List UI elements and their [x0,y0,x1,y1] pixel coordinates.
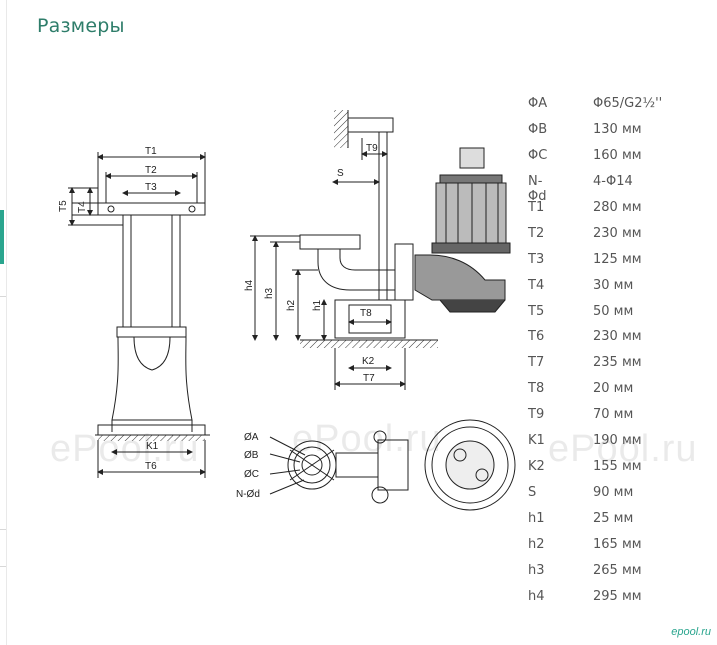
svg-text:h1: h1 [312,299,323,311]
spec-value: 125 мм [593,251,642,267]
spec-key: N-Φd [528,173,547,204]
spec-value: 4-Φ14 [593,173,633,189]
spec-key: h3 [528,562,545,578]
spec-key: h2 [528,536,545,552]
spec-key: T8 [528,381,545,397]
spec-value: 165 мм [593,536,642,552]
spec-key: T4 [528,277,545,293]
left-divider [0,296,6,297]
svg-text:T9: T9 [366,143,378,154]
spec-key: T3 [528,251,545,267]
spec-value: Φ65/G2½'' [593,96,663,111]
spec-value: 155 мм [593,459,642,475]
top-view-labels: ØA ØB ØC N-Ød [236,432,260,500]
svg-text:K1: K1 [146,441,159,452]
spec-key: K1 [528,433,545,449]
svg-text:h4: h4 [244,279,255,291]
spec-value: 130 мм [593,121,642,137]
svg-text:T8: T8 [360,308,372,319]
front-view [68,152,210,478]
svg-text:ØA: ØA [244,432,259,443]
spec-value: 25 мм [593,511,634,526]
svg-text:ØC: ØC [244,469,259,480]
side-view [250,110,511,390]
front-view-labels: T1 T2 T3 T4 T5 K1 T6 [58,146,159,472]
spec-value: 70 мм [593,407,634,423]
page-title: Размеры [37,15,125,37]
left-sidebar-edge [0,0,7,645]
svg-text:T5: T5 [58,200,69,212]
spec-value: 230 мм [593,225,642,241]
svg-text:T4: T4 [77,201,88,213]
spec-value: 265 мм [593,562,642,578]
spec-value: 20 мм [593,381,634,397]
top-view [269,419,516,511]
spec-key: T5 [528,303,545,319]
brand-logo: epool.ru [671,626,711,638]
spec-key: ΦC [528,147,548,163]
spec-value: 30 мм [593,277,634,293]
svg-text:S: S [337,168,344,179]
spec-key: T1 [528,199,545,215]
spec-value: 295 мм [593,588,642,604]
svg-text:T7: T7 [363,373,375,384]
svg-text:T3: T3 [145,182,157,193]
watermark: ePool.ru [548,428,698,470]
left-active-indicator [0,210,4,264]
spec-key: ΦA [528,96,548,111]
spec-key: K2 [528,459,545,475]
spec-value: 230 мм [593,329,642,345]
spec-key: T9 [528,407,545,423]
svg-text:T1: T1 [145,146,157,157]
spec-value: 280 мм [593,199,642,215]
spec-value: 160 мм [593,147,642,163]
spec-value: 50 мм [593,303,634,319]
svg-text:T2: T2 [145,165,157,176]
left-divider [0,566,6,567]
svg-text:T6: T6 [145,461,157,472]
svg-text:N-Ød: N-Ød [236,489,260,500]
svg-text:h3: h3 [264,287,275,299]
svg-text:ØB: ØB [244,450,259,461]
spec-value: 90 мм [593,485,634,501]
svg-text:h2: h2 [286,299,297,311]
svg-text:K2: K2 [362,356,375,367]
spec-key: h1 [528,511,545,526]
spec-key: T6 [528,329,545,345]
spec-key: ΦB [528,121,548,137]
spec-key: T7 [528,355,545,371]
spec-key: h4 [528,588,545,604]
side-view-labels: S T9 h4 h3 h2 h1 T8 K2 T7 [244,143,378,384]
spec-value: 190 мм [593,433,642,449]
spec-key: S [528,485,537,501]
spec-value: 235 мм [593,355,642,371]
spec-key: T2 [528,225,545,241]
watermark: ePool.ru [50,428,200,470]
watermark: ePool.ru [292,418,442,460]
left-divider [0,529,6,530]
